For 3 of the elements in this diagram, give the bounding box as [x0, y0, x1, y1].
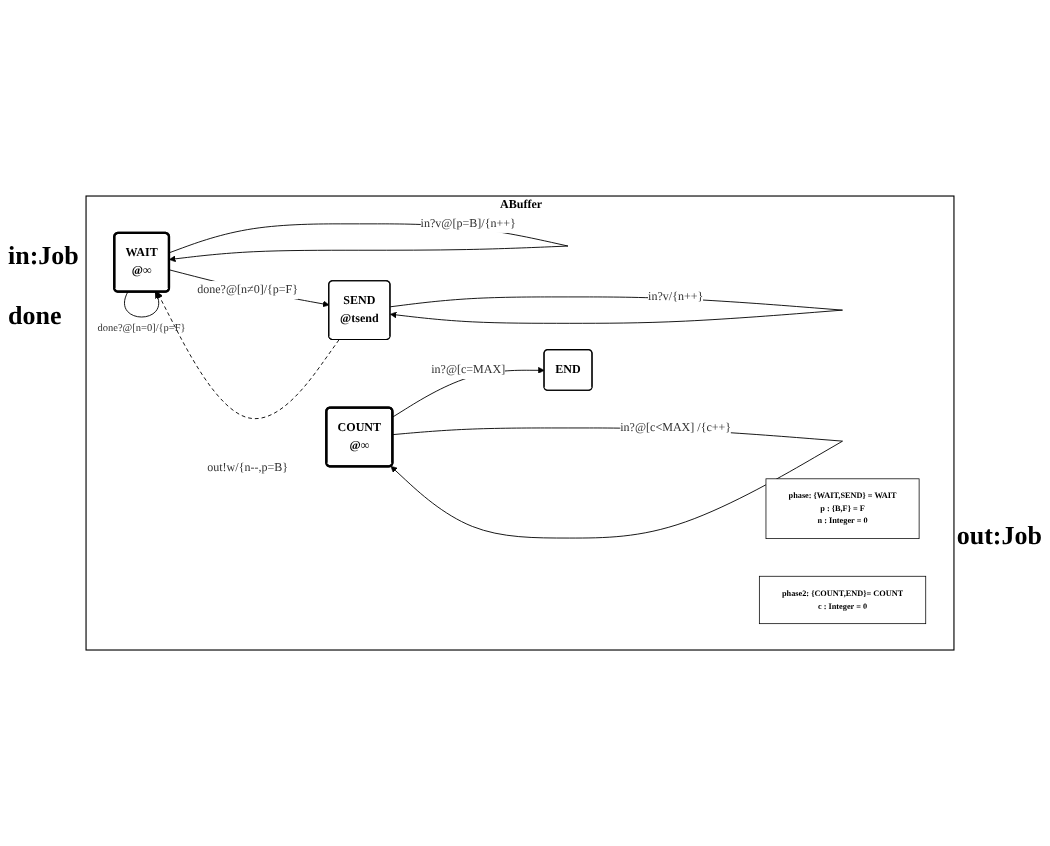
- port-label: done: [8, 300, 62, 332]
- port-label: out:Job: [956, 520, 1042, 552]
- port-label: in:Job: [8, 240, 79, 272]
